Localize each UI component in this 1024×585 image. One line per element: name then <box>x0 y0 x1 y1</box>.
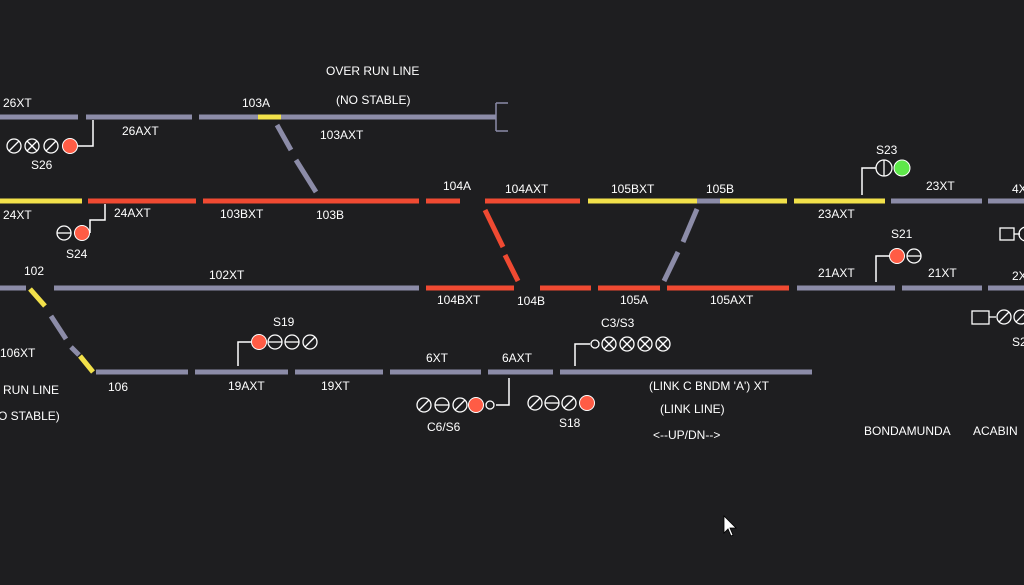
label-106: 106 <box>108 380 128 394</box>
label-105bxt: 105BXT <box>611 182 655 196</box>
label-104a: 104A <box>443 179 471 193</box>
label-c3s3: C3/S3 <box>601 316 635 330</box>
signal-s21[interactable] <box>875 248 922 283</box>
label-105axt: 105AXT <box>710 293 754 307</box>
signal-s18[interactable] <box>527 395 595 411</box>
label-s2: S2 <box>1012 335 1024 349</box>
signal-post <box>574 343 590 366</box>
label-105a: 105A <box>620 293 648 307</box>
signal-lamp <box>251 334 267 350</box>
label-nostable2: O STABLE) <box>0 409 60 423</box>
label-nostable: (NO STABLE) <box>336 93 410 107</box>
label-102: 102 <box>24 264 44 278</box>
label-104axt: 104AXT <box>505 182 549 196</box>
signal-post <box>89 204 106 233</box>
buffer-stop <box>495 102 508 132</box>
label-overrun: OVER RUN LINE <box>326 64 419 78</box>
label-21xt: 21XT <box>928 266 957 280</box>
label-link-line: (LINK LINE) <box>660 402 725 416</box>
crossover-102-106-c[interactable] <box>69 345 81 357</box>
label-103axt: 103AXT <box>320 128 364 142</box>
label-23axt: 23AXT <box>818 207 855 221</box>
signal-post <box>237 341 251 366</box>
signal-lamp <box>889 248 905 264</box>
label-19axt: 19AXT <box>228 379 265 393</box>
label-s21: S21 <box>891 227 913 241</box>
signal-lamp <box>468 397 484 413</box>
signal-post <box>861 167 876 195</box>
crossover-104a-104b-a[interactable] <box>482 208 506 249</box>
label-s18: S18 <box>559 416 581 430</box>
label-updn: <--UP/DN--> <box>653 428 720 442</box>
crossover-103a-103b-a[interactable] <box>274 123 294 152</box>
label-104bxt: 104BXT <box>437 293 481 307</box>
label-103a: 103A <box>242 96 270 110</box>
label-overrun2: RUN LINE <box>3 383 59 397</box>
label-bondamunda: BONDAMUNDA <box>864 424 951 438</box>
label-105b: 105B <box>706 182 734 196</box>
label-s19: S19 <box>273 315 295 329</box>
crossover-102-106-b[interactable] <box>48 314 69 341</box>
signal-post <box>496 378 510 406</box>
label-s26: S26 <box>31 158 53 172</box>
label-link-xt: (LINK C BNDM 'A') XT <box>649 379 770 393</box>
signal-lamp <box>579 395 595 411</box>
label-19xt: 19XT <box>321 379 350 393</box>
crossover-104a-104b-b[interactable] <box>502 253 521 283</box>
label-23xt: 23XT <box>926 179 955 193</box>
signal-c6-s6[interactable] <box>416 378 510 413</box>
label-2x: 2X <box>1012 269 1024 283</box>
signal-4x-partial[interactable] <box>999 226 1024 242</box>
crossover-103a-103b-b[interactable] <box>293 158 319 194</box>
signal-post <box>875 255 890 282</box>
label-26axt: 26AXT <box>122 124 159 138</box>
label-106xt: 106XT <box>0 346 36 360</box>
crossover-105b-105a-b[interactable] <box>661 250 681 283</box>
label-s23: S23 <box>876 143 898 157</box>
label-24axt: 24AXT <box>114 206 151 220</box>
signal-s23[interactable] <box>861 159 911 195</box>
signal-lamp <box>62 138 78 154</box>
signal-lamp <box>893 159 911 177</box>
signal-s24[interactable] <box>56 204 106 241</box>
mouse-cursor-icon <box>723 515 737 537</box>
label-c6s6: C6/S6 <box>427 420 461 434</box>
label-24xt: 24XT <box>3 208 32 222</box>
signal-post <box>78 120 94 147</box>
label-6axt: 6AXT <box>502 351 533 365</box>
label-21axt: 21AXT <box>818 266 855 280</box>
signal-c3-s3[interactable] <box>574 336 671 366</box>
signal-s19[interactable] <box>237 334 318 367</box>
label-26xt: 26XT <box>3 96 32 110</box>
label-4x: 4X <box>1012 182 1024 196</box>
label-102xt: 102XT <box>209 268 245 282</box>
crossover-105b-105a-a[interactable] <box>680 208 700 243</box>
label-104b: 104B <box>517 294 545 308</box>
label-acabin: ACABIN <box>973 424 1018 438</box>
label-103b: 103B <box>316 208 344 222</box>
track-layer <box>0 114 1024 375</box>
signal-s2-partial[interactable] <box>971 309 1024 325</box>
signal-s26[interactable] <box>6 120 94 154</box>
label-s24: S24 <box>66 247 88 261</box>
label-6xt: 6XT <box>426 351 449 365</box>
crossover-102-106-d[interactable] <box>78 354 95 374</box>
label-103bxt: 103BXT <box>220 207 264 221</box>
label-layer: 26XT 26AXT 103A 103AXT OVER RUN LINE (NO… <box>0 64 1024 442</box>
crossover-102-106-a[interactable] <box>28 287 47 308</box>
signal-lamp <box>74 225 90 241</box>
